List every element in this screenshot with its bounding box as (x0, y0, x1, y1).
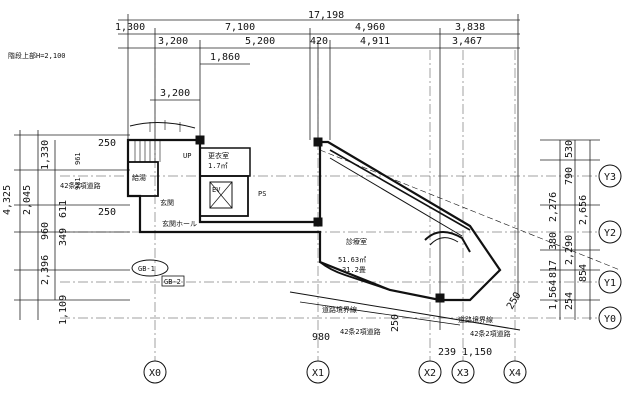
entrance-label: 玄関 (160, 198, 174, 207)
dim-left-961: 961 (74, 152, 82, 165)
building-walls (126, 120, 621, 331)
dim-bottom-239: 239 (438, 347, 456, 358)
dim-right-1564: 1,564 (548, 280, 559, 310)
left-dimension-lines (14, 130, 130, 320)
dim-row2-1: 3,200 (158, 36, 188, 47)
room2-tatami: 31.2畳 (342, 266, 366, 274)
grid-x-1-label: X1 (312, 368, 324, 379)
grid-x-0-bubble (143, 360, 167, 384)
ps-label: PS (258, 190, 266, 198)
callouts: GB-1 GB-2 (131, 259, 185, 287)
grid-y-2-label: Y1 (604, 278, 616, 289)
road-label-2: 42条2項道路 (340, 327, 381, 336)
grid-x-0-label: X0 (149, 368, 161, 379)
road-label-3: 42条2項道路 (470, 329, 511, 338)
dim-small-2: 3,200 (160, 88, 190, 99)
grid-x-2-label: X2 (424, 368, 436, 379)
callout-gb2: GB-2 (164, 278, 181, 286)
dim-left-2045: 2,045 (22, 185, 33, 215)
dim-right-254: 254 (564, 292, 575, 310)
dim-bottom-250a: 250 (390, 314, 401, 332)
room2-area: 51.63㎡ (338, 256, 366, 264)
up-label: UP (183, 152, 191, 160)
dim-top-1: 1,300 (115, 22, 145, 33)
dim-right-530: 530 (564, 140, 575, 158)
road-labels: 42条2項道路 42条2項道路 42条2項道路 道路境界線 道路境界線 (60, 181, 511, 338)
dim-row2-3: 420 (310, 36, 328, 47)
dim-left-611: 611 (58, 200, 69, 218)
dim-small-1: 1,860 (210, 52, 240, 63)
dim-right-790: 790 (564, 167, 575, 185)
dim-total: 17,198 (308, 10, 344, 21)
right-dimension-lines (540, 139, 600, 320)
grid-x-2-bubble (418, 360, 442, 384)
grid-y-3-label: Y0 (604, 314, 616, 325)
left-dimension-text: 1,330 4,325 2,045 611 960 349 2,396 1,10… (2, 138, 116, 325)
dim-left-250a: 250 (98, 138, 116, 149)
dim-top-4: 3,838 (455, 22, 485, 33)
dim-bottom-980: 980 (312, 332, 330, 343)
dim-left-960: 960 (40, 222, 51, 240)
road-label-1: 42条2項道路 (60, 181, 101, 190)
grid-y-2-bubble (598, 270, 622, 294)
dim-row2-5: 3,467 (452, 36, 482, 47)
dim-left-1109: 1,109 (58, 295, 69, 325)
room1-area: 1.7㎡ (208, 162, 228, 170)
dim-row2-2: 5,200 (245, 36, 275, 47)
dim-right-380: 380 (548, 232, 559, 250)
room2-name: 診療室 (346, 237, 367, 246)
pantry-label: 給湯 (132, 173, 146, 182)
dim-left-250b: 250 (98, 207, 116, 218)
dim-row2-4: 4,911 (360, 36, 390, 47)
dim-top-2: 7,100 (225, 22, 255, 33)
top-note: 階段上部H=2,100 (8, 51, 66, 60)
room1-name: 更衣室 (208, 151, 229, 160)
boundary-label-1: 道路境界線 (322, 305, 357, 314)
dim-left-981: 981 (74, 177, 82, 190)
grid-y-1-label: Y2 (604, 228, 616, 239)
grid-y-3-bubble (598, 306, 622, 330)
grid-x-3-label: X3 (457, 368, 469, 379)
dim-right-2276: 2,276 (548, 192, 559, 222)
callout-gb1: GB-1 (138, 265, 155, 273)
room-labels: 更衣室 1.7㎡ 診療室 51.63㎡ 31.2畳 EV 給湯 玄関 玄関ホール… (132, 151, 367, 274)
top-dimension-lines (118, 14, 520, 330)
top-dimension-text: 1,300 7,100 4,960 3,838 17,198 3,200 5,2… (8, 10, 485, 99)
ev-label: EV (212, 186, 221, 194)
dim-left-349: 349 (58, 228, 69, 246)
dim-left-2396: 2,396 (40, 255, 51, 285)
grid-x-4-bubble (503, 360, 527, 384)
dim-right-817: 817 (548, 260, 559, 278)
hall-label: 玄関ホール (162, 219, 197, 228)
grid-x-4-label: X4 (509, 368, 521, 379)
grid-x-1-bubble (306, 360, 330, 384)
dim-right-854: 854 (578, 264, 589, 282)
boundary-label-2: 道路境界線 (458, 315, 493, 324)
dim-top-3: 4,960 (355, 22, 385, 33)
grid-y-0-label: Y3 (604, 172, 616, 183)
dim-right-2656: 2,656 (578, 195, 589, 225)
grid-y-1-bubble (598, 220, 622, 244)
dim-left-4325: 4,325 (2, 185, 13, 215)
dim-right-2290: 2,290 (564, 235, 575, 265)
grid-x-3-bubble (451, 360, 475, 384)
dim-bottom-250b: 250 (505, 290, 524, 311)
grid-lines (60, 50, 610, 362)
grid-y-0-bubble (598, 164, 622, 188)
dim-bottom-1150: 1,150 (462, 347, 492, 358)
right-dimension-text: 530 790 2,656 2,276 380 2,290 817 854 1,… (548, 140, 589, 310)
dim-left-1330: 1,330 (40, 140, 51, 170)
